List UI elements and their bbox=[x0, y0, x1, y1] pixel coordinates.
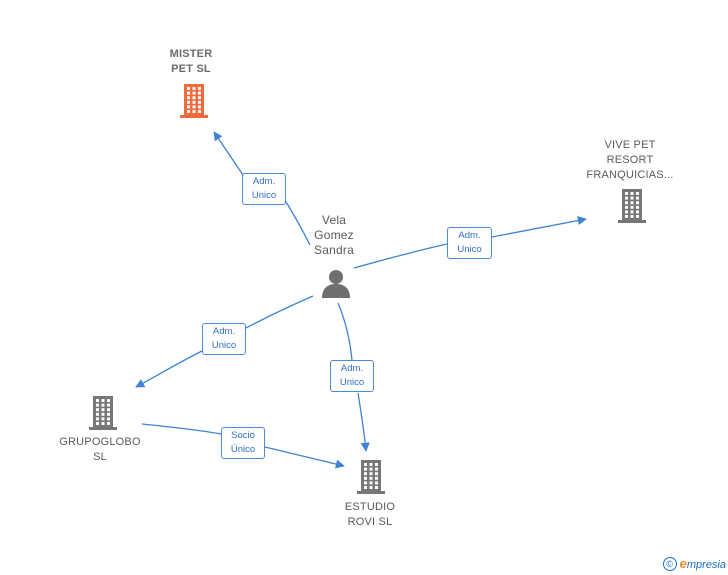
node-label-grupoglobo[interactable]: GRUPOGLOBO SL bbox=[59, 436, 141, 463]
node-label-mister-pet[interactable]: MISTER PET SL bbox=[169, 48, 213, 75]
building-icon-estudio-rovi[interactable] bbox=[354, 459, 388, 500]
building-icon-grupoglobo[interactable] bbox=[86, 395, 120, 436]
edge-label-adm-unico: Adm. Unico bbox=[202, 323, 246, 355]
brand-initial: e bbox=[679, 556, 687, 571]
footer-brand[interactable]: © empresia bbox=[662, 556, 726, 571]
edge-person-to-vive_pet bbox=[353, 219, 586, 269]
node-label-person[interactable]: Vela Gomez Sandra bbox=[314, 213, 354, 257]
edge-label-adm-unico: Adm. Unico bbox=[242, 173, 286, 205]
edge-person-to-estudio_rovi bbox=[337, 302, 366, 451]
brand-name: mpresia bbox=[686, 559, 726, 571]
edge-grupoglobo-to-estudio_rovi bbox=[141, 423, 344, 466]
edge-label-adm-unico: Adm. Unico bbox=[330, 360, 374, 392]
edge-label-adm-unico: Adm. Unico bbox=[447, 227, 492, 259]
copyright-icon: © bbox=[662, 556, 677, 571]
building-icon-mister-pet[interactable] bbox=[177, 83, 211, 124]
person-icon[interactable] bbox=[320, 268, 352, 303]
node-label-vive-pet[interactable]: VIVE PET RESORT FRANQUICIAS... bbox=[586, 139, 674, 181]
edge-label-socio-unico: Socio Único bbox=[221, 427, 265, 459]
building-icon-vive-pet[interactable] bbox=[615, 188, 649, 229]
edge-person-to-grupoglobo bbox=[136, 295, 314, 387]
node-label-estudio-rovi[interactable]: ESTUDIO ROVI SL bbox=[344, 501, 396, 528]
